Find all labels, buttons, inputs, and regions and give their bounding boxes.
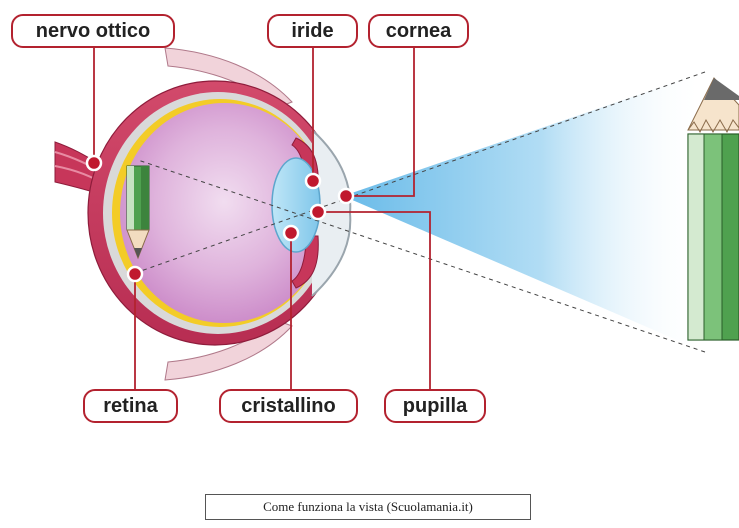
label-cornea: cornea — [368, 14, 469, 48]
label-retina: retina — [83, 389, 178, 423]
label-lens: cristallino — [219, 389, 358, 423]
image-caption: Come funziona la vista (Scuolamania.it) — [205, 494, 531, 520]
label-iris: iride — [267, 14, 358, 48]
label-optic-nerve: nervo ottico — [11, 14, 175, 48]
label-pupil: pupilla — [384, 389, 486, 423]
pencil-illustration — [688, 78, 739, 340]
